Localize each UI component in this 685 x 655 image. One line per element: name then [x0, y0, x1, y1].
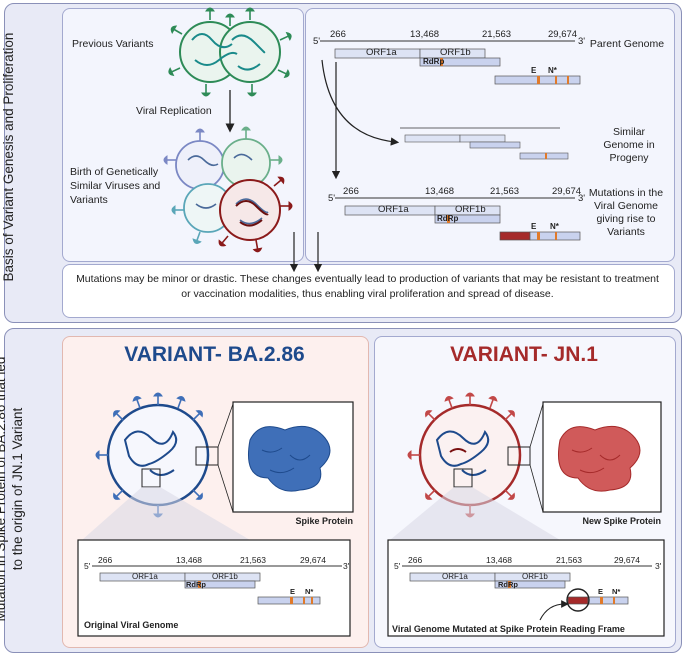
ba-orf1b: ORF1b — [212, 572, 238, 581]
g1-orf1a: ORF1a — [366, 47, 397, 58]
jn-genome-label: Viral Genome Mutated at Spike Protein Re… — [392, 624, 625, 634]
jn-orf1b: ORF1b — [522, 572, 548, 581]
mutated-genome-diagram — [335, 197, 581, 241]
g1-pos-21563: 21,563 — [482, 29, 512, 40]
ba-genome-diagram — [92, 565, 342, 605]
g1-n: N* — [548, 66, 557, 75]
g3-three: 3' — [578, 193, 586, 204]
g3-orf1b: ORF1b — [455, 204, 486, 215]
parent-genome-label: Parent Genome — [589, 38, 665, 50]
g3-rdrp: RdRp — [437, 214, 459, 223]
g1-pos-13468: 13,468 — [410, 29, 440, 40]
note-text: Mutations may be minor or drastic. These… — [76, 273, 659, 300]
ba-spike-label: Spike Protein — [295, 516, 353, 526]
g1-orf1b: ORF1b — [440, 47, 471, 58]
ba-pos-29674: 29,674 — [300, 555, 326, 565]
g3-e: E — [531, 222, 537, 231]
jn-variant-title: VARIANT- JN.1 — [450, 343, 598, 366]
jn-rdrp: RdRp — [498, 580, 518, 589]
g1-pos-29674: 29,674 — [548, 29, 578, 40]
g1-pos-266: 266 — [330, 29, 346, 40]
birth-variants-label: Birth of Genetically Similar Viruses and… — [70, 166, 161, 206]
g1-rdrp: RdRp — [423, 57, 445, 66]
g1-three: 3' — [578, 36, 586, 47]
jn-n: N* — [612, 587, 621, 596]
g3-pos-29674: 29,674 — [552, 186, 582, 197]
ba-virus-icon — [82, 392, 250, 540]
jn-e: E — [598, 587, 604, 596]
ba-spike-protein-icon — [248, 425, 331, 492]
ba-five: 5' — [84, 561, 91, 571]
ba-pos-21563: 21,563 — [240, 555, 266, 565]
ba-pos-13468: 13,468 — [176, 555, 202, 565]
jn-spike-label: New Spike Protein — [582, 516, 661, 526]
jn-pos-29674: 29,674 — [614, 555, 640, 565]
jn-pos-266: 266 — [408, 555, 423, 565]
g3-pos-266: 266 — [343, 186, 359, 197]
g3-orf1a: ORF1a — [378, 204, 409, 215]
jn-five: 5' — [394, 561, 401, 571]
parent-genome-diagram — [320, 40, 581, 85]
ba-three: 3' — [343, 561, 350, 571]
similar-genome-label: Similar Genome in Progeny — [603, 126, 655, 164]
ba-variant-title: VARIANT- BA.2.86 — [124, 343, 305, 366]
g3-pos-21563: 21,563 — [490, 186, 520, 197]
g3-pos-13468: 13,468 — [425, 186, 455, 197]
jn-orf1a: ORF1a — [442, 572, 468, 581]
mutations-genome-label: Mutations in the Viral Genome giving ris… — [588, 187, 664, 238]
previous-variants-label: Previous Variants — [72, 38, 154, 50]
jn-virus-icon — [390, 392, 560, 540]
g3-n: N* — [550, 222, 559, 231]
jn-pos-13468: 13,468 — [486, 555, 512, 565]
ba-n: N* — [305, 587, 314, 596]
ba-e: E — [290, 587, 296, 596]
g1-five: 5' — [313, 36, 321, 47]
ba-genome-label: Original Viral Genome — [84, 620, 179, 630]
ba-rdrp: RdRp — [186, 580, 206, 589]
viral-replication-label: Viral Replication — [136, 105, 212, 117]
g1-e: E — [531, 66, 537, 75]
jn-genome-diagram — [402, 565, 652, 621]
jn-spike-protein-icon — [558, 425, 641, 492]
green-virus-icon — [166, 7, 294, 97]
g3-five: 5' — [328, 193, 336, 204]
progeny-virus-icon — [163, 126, 293, 254]
ba-orf1a: ORF1a — [132, 572, 158, 581]
jn-pos-21563: 21,563 — [556, 555, 582, 565]
progeny-genome-diagram — [400, 127, 569, 160]
jn-three: 3' — [655, 561, 662, 571]
note-box — [62, 264, 675, 318]
ba-pos-266: 266 — [98, 555, 113, 565]
